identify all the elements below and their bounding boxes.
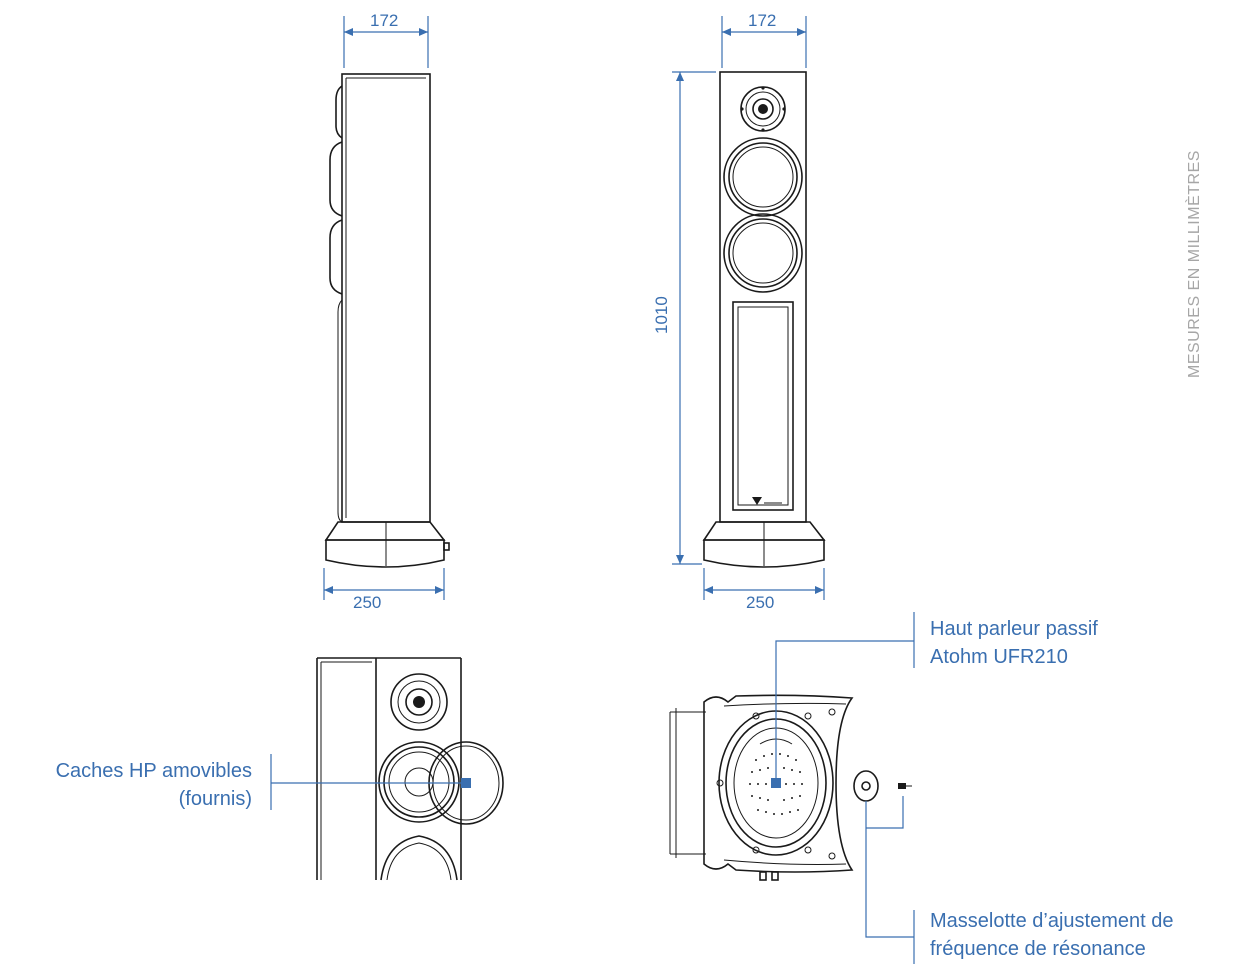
units-note: MESURES EN MILLIMÈTRES [1186, 150, 1203, 378]
side-base-label: 250 [353, 593, 382, 612]
height-label: 1010 [652, 296, 671, 334]
side-width-label: 172 [370, 11, 399, 30]
passive-speaker-label-line2: Atohm UFR210 [930, 646, 1068, 668]
passive-speaker-label-line1: Haut parleur passif [930, 618, 1098, 640]
covers-label-line2: (fournis) [178, 788, 252, 810]
resonance-label-line2: fréquence de résonance [930, 938, 1146, 960]
resonance-label-line1: Masselotte d’ajustement de [930, 910, 1174, 932]
passive-radiator-detail-view [669, 694, 912, 881]
front-view-speaker [702, 71, 826, 568]
dimension-lines [323, 16, 825, 600]
cover-detail-view [316, 657, 504, 881]
covers-label-line1: Caches HP amovibles [55, 760, 252, 782]
side-view-speaker [324, 73, 450, 568]
front-base-label: 250 [746, 593, 775, 612]
callout-leaders [270, 612, 915, 964]
front-width-label: 172 [748, 11, 777, 30]
